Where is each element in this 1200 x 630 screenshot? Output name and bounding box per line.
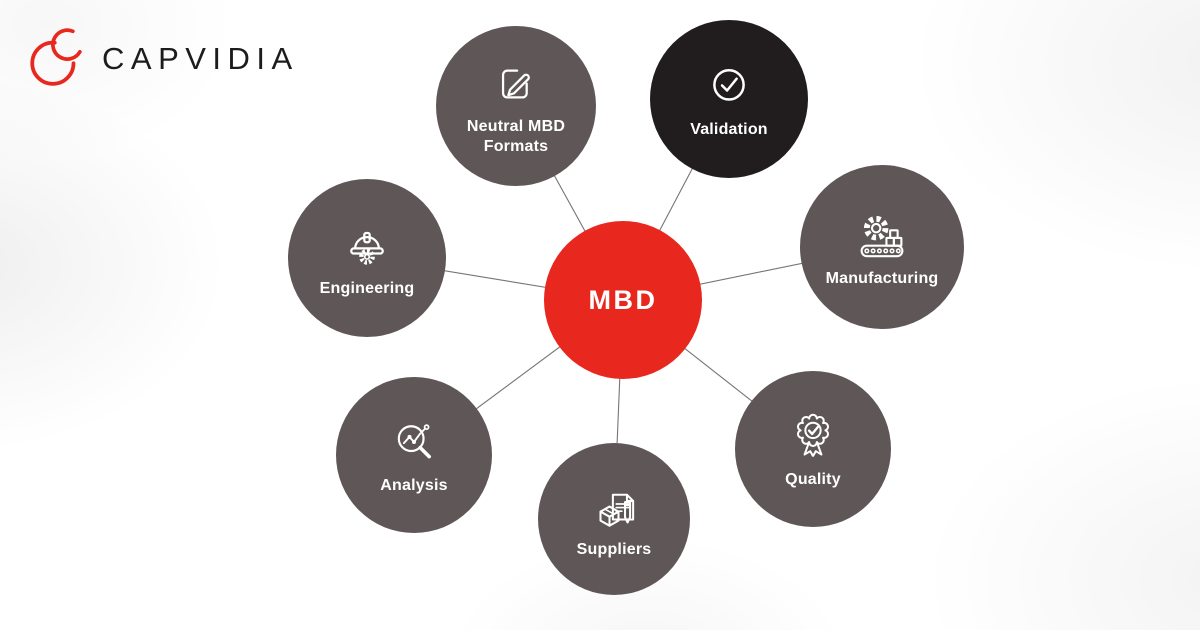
node-label: Suppliers [576,540,652,558]
edit-icon [489,56,543,110]
node-label: Quality [785,470,841,488]
node-label: Manufacturing [825,269,939,287]
node-quality: Quality [735,371,891,527]
node-neutral-mbd-formats: Neutral MBD Formats [436,26,596,186]
node-engineering: Engineering [288,179,446,337]
package-document-pencil-icon [587,479,641,533]
node-label: Analysis [380,476,448,494]
award-ribbon-icon [786,409,840,463]
capvidia-wordmark: CAPVIDIA [102,40,299,76]
magnifier-chart-icon [387,415,441,469]
check-circle-icon [702,59,756,113]
node-label: Validation [690,120,768,138]
hard-hat-gear-icon [340,218,394,272]
capvidia-logo: CAPVIDIA [28,24,299,93]
node-mbd-center: MBD [544,221,702,379]
node-label: Engineering [319,279,415,297]
center-label: MBD [588,284,658,315]
gear-conveyor-icon [854,206,910,262]
capvidia-logomark-icon [28,24,86,93]
node-validation: Validation [650,20,808,178]
node-manufacturing: Manufacturing [800,165,964,329]
node-label: Neutral MBD Formats [466,117,566,155]
node-suppliers: Suppliers [538,443,690,595]
node-analysis: Analysis [336,377,492,533]
